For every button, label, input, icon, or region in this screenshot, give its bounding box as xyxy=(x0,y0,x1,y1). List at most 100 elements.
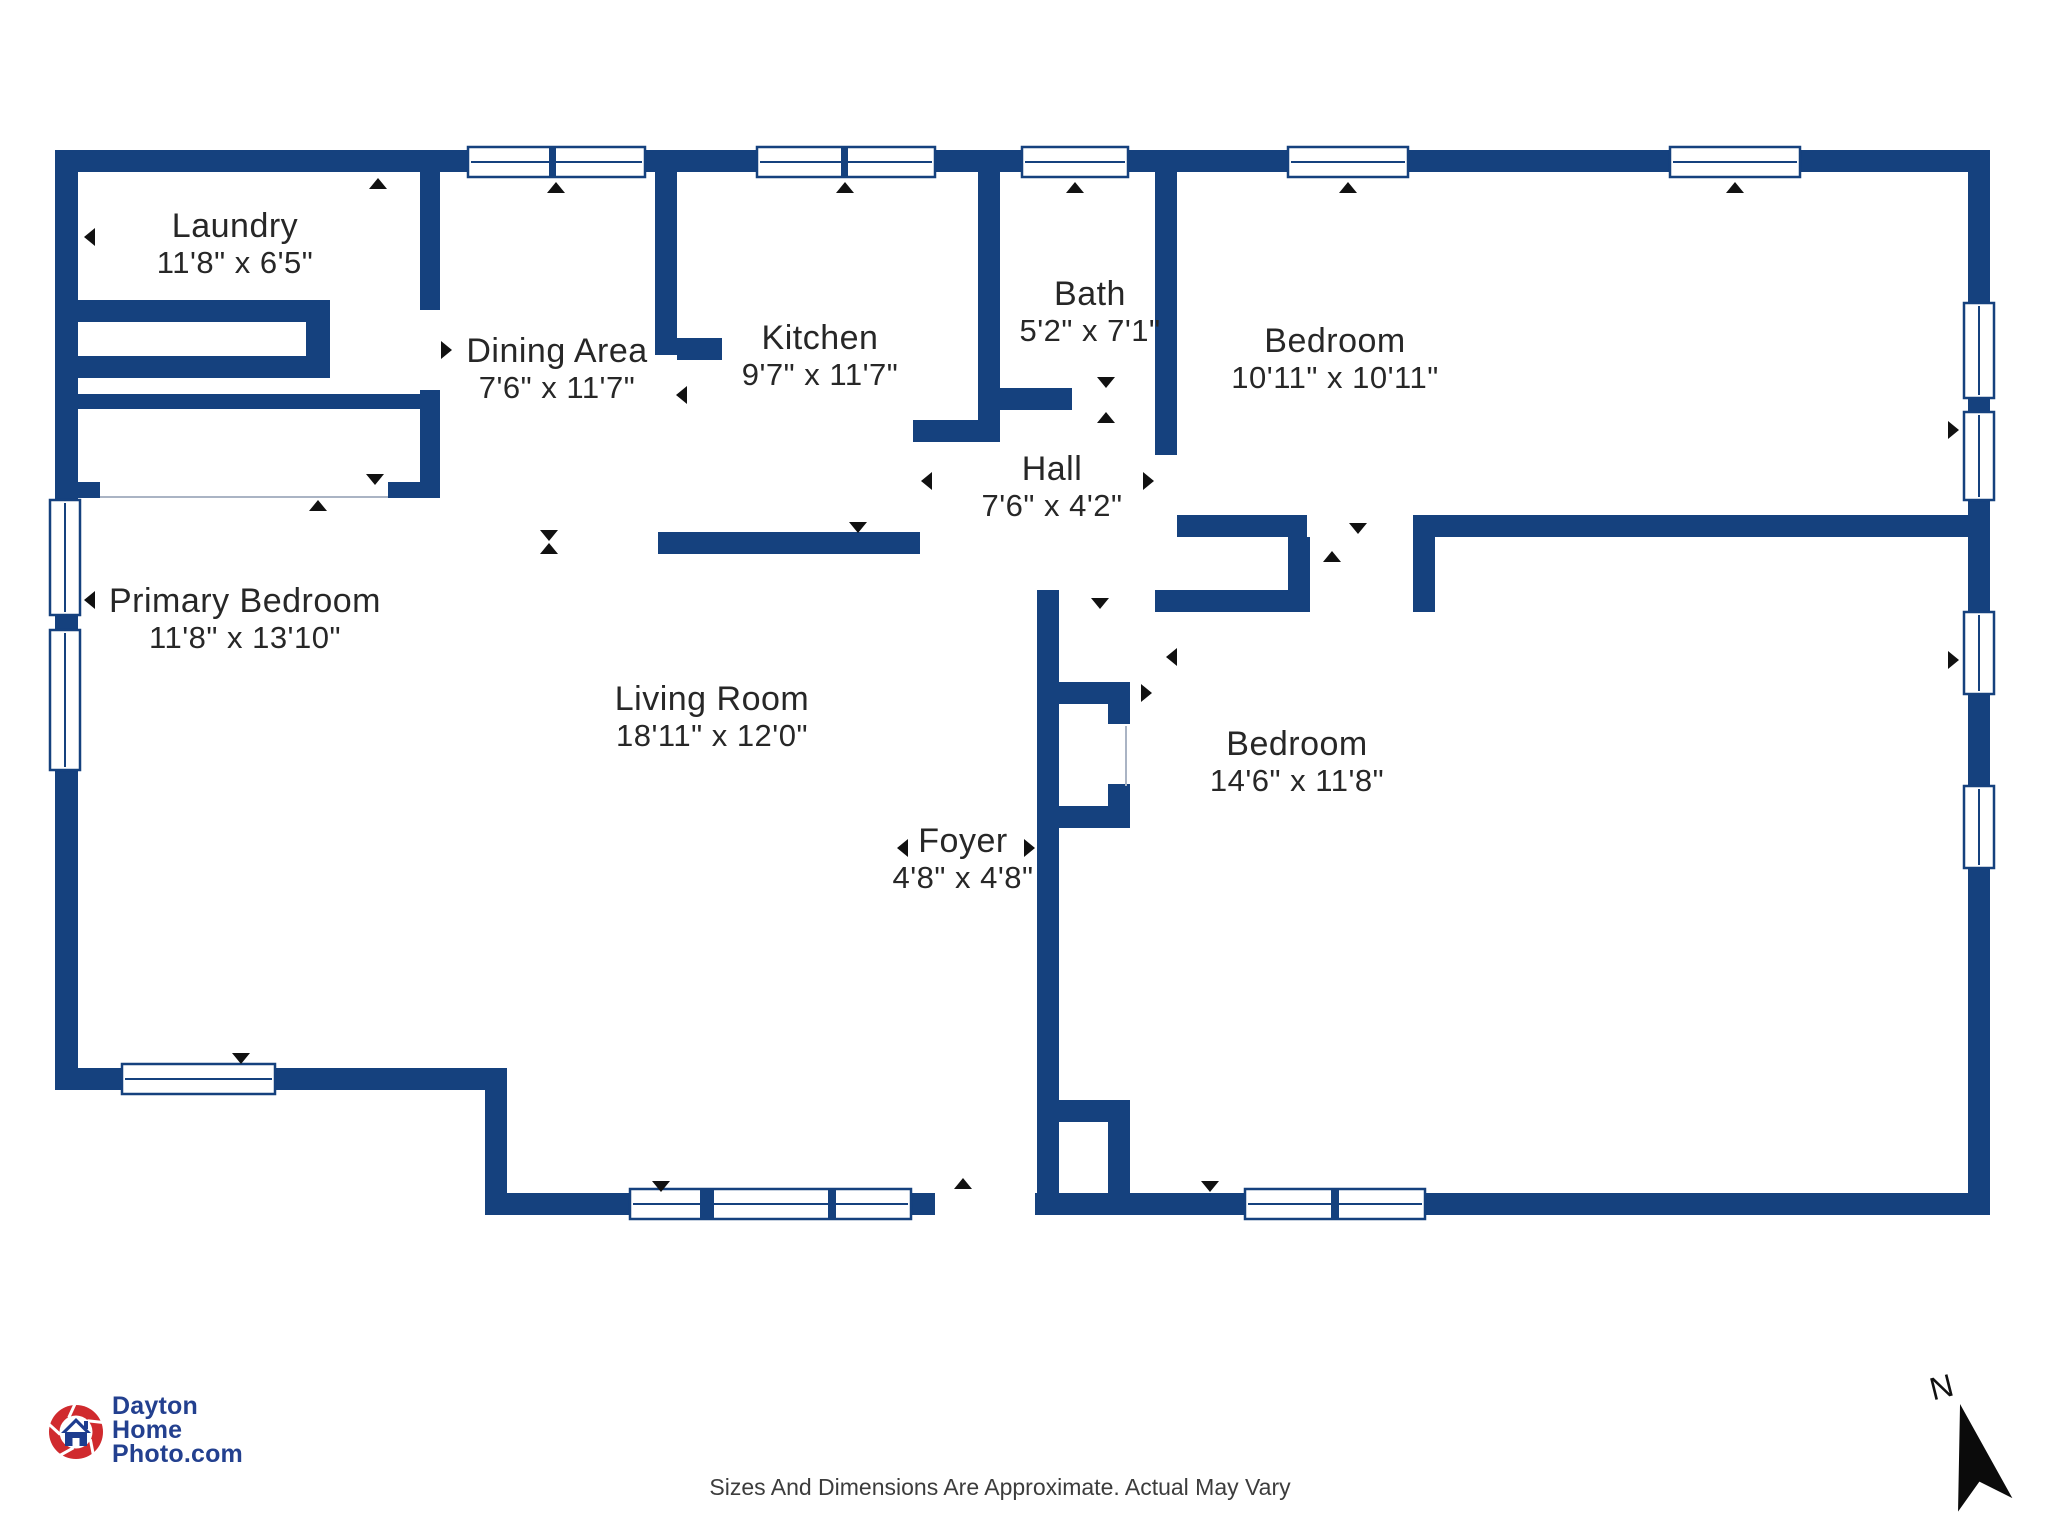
room-label-laundry: Laundry 11'8" x 6'5" xyxy=(157,209,313,278)
marker-up xyxy=(1097,412,1115,423)
room-dims: 11'8" x 6'5" xyxy=(156,245,314,280)
window-dividers xyxy=(549,147,1339,1219)
windows xyxy=(48,145,1996,1221)
entry-door-opening xyxy=(935,1191,1035,1217)
chimney xyxy=(84,1421,88,1429)
wall-laundry-divider-lower xyxy=(420,390,440,498)
marker-down xyxy=(540,530,558,541)
window-divider xyxy=(549,147,556,177)
marker-right xyxy=(1948,651,1959,669)
logo-line-1: Dayton xyxy=(112,1392,198,1420)
room-name: Dining Area xyxy=(466,332,648,370)
room-dims: 4'8" x 4'8" xyxy=(892,860,1034,895)
wall-laundry-closet-bottom xyxy=(55,356,306,378)
wall-bath-bedroom-divider xyxy=(1155,172,1177,455)
logo-line-2: Home xyxy=(112,1416,183,1444)
marker-up xyxy=(836,182,854,193)
marker-down xyxy=(1201,1181,1219,1192)
wall-laundry-closet-right xyxy=(306,322,330,378)
wall-dining-kitchen-divider xyxy=(655,172,677,355)
wall-living-left xyxy=(485,1068,507,1215)
logo-wordmark: Dayton Home Photo.com xyxy=(112,1392,243,1468)
wall-hall-bottom xyxy=(1155,590,1310,612)
room-name: Foyer xyxy=(918,822,1008,860)
north-arrow-needle xyxy=(1958,1403,2013,1512)
marker-down xyxy=(1097,377,1115,388)
wall-closet1-top xyxy=(1059,682,1130,704)
window-muntins xyxy=(64,161,1980,1205)
marker-right xyxy=(1141,684,1152,702)
wall-dining-kitchen-foot xyxy=(677,338,722,360)
marker-right xyxy=(441,341,452,359)
marker-right xyxy=(1948,421,1959,439)
room-dims: 5'2" x 7'1" xyxy=(1019,313,1161,348)
blade xyxy=(67,1403,77,1419)
room-label-living-room: Living Room 18'11" x 12'0" xyxy=(615,682,809,751)
disclaimer-text: Sizes And Dimensions Are Approximate. Ac… xyxy=(709,1474,1291,1500)
marker-left xyxy=(921,472,932,490)
marker-left xyxy=(84,228,95,246)
room-label-bedroom-right: Bedroom 10'11" x 10'11" xyxy=(1231,324,1438,393)
dayton-home-photo-logo: Dayton Home Photo.com xyxy=(48,1392,348,1484)
wall-kitchen-bath-divider xyxy=(978,172,1000,442)
logo-line-3: Photo.com xyxy=(112,1440,243,1468)
marker-left xyxy=(1166,648,1177,666)
wall-bedroom-right-bottom xyxy=(1413,515,1968,537)
door-markers xyxy=(84,178,1959,1192)
marker-down xyxy=(652,1181,670,1192)
wall-kitchen-living xyxy=(658,532,920,554)
room-dims: 7'6" x 11'7" xyxy=(478,370,636,405)
house-door xyxy=(72,1438,80,1446)
wall-hall-top-right xyxy=(1177,515,1307,537)
wall-closet2-right xyxy=(1108,1122,1130,1193)
wall-laundry-closet-top xyxy=(55,300,330,322)
wall-closet1-cap-b xyxy=(1108,784,1130,806)
room-name: Laundry xyxy=(171,207,299,245)
marker-up xyxy=(1339,182,1357,193)
room-label-dining-area: Dining Area 7'6" x 11'7" xyxy=(466,334,647,403)
marker-down xyxy=(366,474,384,485)
marker-up xyxy=(1323,551,1341,562)
marker-right xyxy=(1143,472,1154,490)
room-dims: 10'11" x 10'11" xyxy=(1231,360,1439,395)
wall-closet1-bottom xyxy=(1059,806,1130,828)
room-label-kitchen: Kitchen 9'7" x 11'7" xyxy=(742,321,898,390)
room-dims: 7'6" x 4'2" xyxy=(981,488,1123,523)
blade xyxy=(59,1446,75,1457)
marker-up xyxy=(540,543,558,554)
wall-primary-closet-cap-left xyxy=(78,482,100,498)
blade xyxy=(48,1423,62,1436)
room-name: Primary Bedroom xyxy=(108,582,382,620)
room-name: Bath xyxy=(1054,275,1126,313)
wall-hall-closet-cap xyxy=(1288,537,1310,590)
wall-kitchen-foot xyxy=(913,420,978,442)
wall-bedroom2-left xyxy=(1413,515,1435,612)
marker-left xyxy=(84,591,95,609)
marker-up xyxy=(954,1178,972,1189)
window-divider xyxy=(700,1189,714,1219)
marker-up xyxy=(369,178,387,189)
window-divider xyxy=(841,147,848,177)
north-label: N xyxy=(1926,1367,1957,1408)
wall-outer-left xyxy=(55,150,78,1090)
room-label-primary-bedroom: Primary Bedroom 11'8" x 13'10" xyxy=(109,584,381,653)
wall-laundry-divider-upper xyxy=(420,172,440,310)
aperture-blades xyxy=(48,1403,103,1457)
wall-primary-closet-top xyxy=(78,394,440,409)
marker-up xyxy=(309,500,327,511)
wall-closet2-top xyxy=(1059,1100,1130,1122)
marker-up xyxy=(1066,182,1084,193)
room-dims: 14'6" x 11'8" xyxy=(1209,763,1385,798)
room-label-foyer: Foyer 4'8" x 4'8" xyxy=(892,824,1033,893)
room-dims: 11'8" x 13'10" xyxy=(149,620,341,655)
room-label-bath: Bath 5'2" x 7'1" xyxy=(1019,277,1160,346)
marker-up xyxy=(1726,182,1744,193)
roof xyxy=(61,1418,91,1433)
wall-bath-bottom xyxy=(1000,388,1072,410)
marker-up xyxy=(547,182,565,193)
room-name: Living Room xyxy=(614,680,810,718)
wall-closet1-cap-a xyxy=(1108,704,1130,724)
north-arrow-icon: N xyxy=(1926,1367,2013,1512)
